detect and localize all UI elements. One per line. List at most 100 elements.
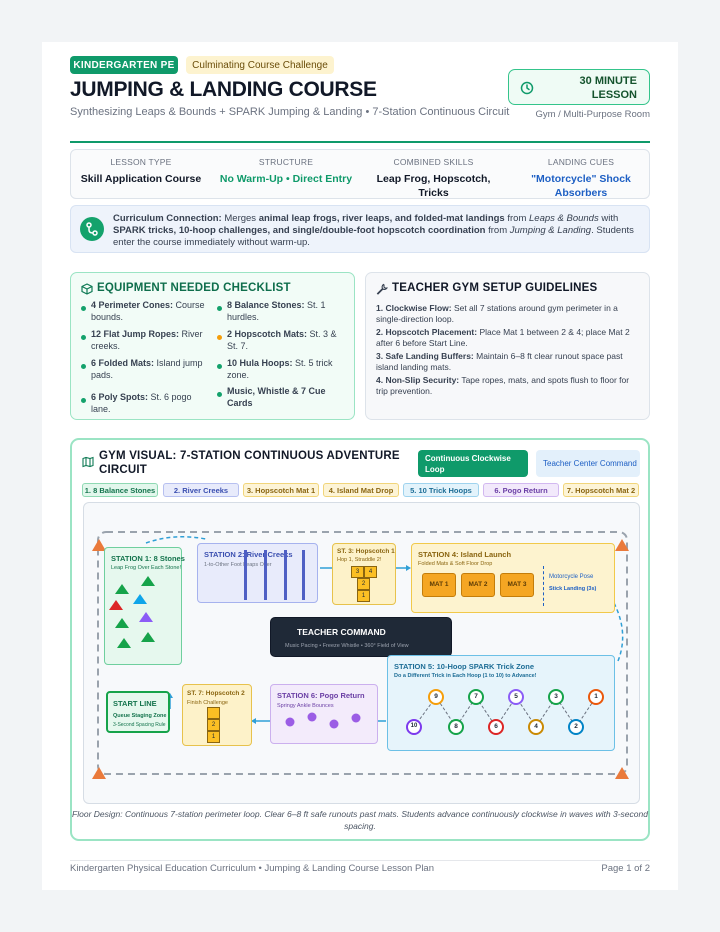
meta-value: No Warm-Up • Direct Entry	[219, 173, 353, 185]
hoop-1: 1	[588, 689, 604, 705]
hopscotch-cell: 2	[357, 578, 370, 590]
hoop-5: 5	[508, 689, 524, 705]
hopscotch-cell: 1	[207, 731, 220, 743]
hoop-10: 10	[406, 719, 422, 735]
meta-label: STRUCTURE	[258, 157, 314, 167]
meta-label: COMBINED SKILLS	[393, 157, 474, 167]
landing-pose: Motorcycle Pose	[549, 574, 594, 580]
hoop-3: 3	[548, 689, 564, 705]
source-title: Leaps & Bounds	[529, 213, 599, 224]
hoop-path	[413, 696, 597, 728]
hopscotch-cell: 1	[357, 590, 370, 602]
folded-mat: MAT 1	[422, 573, 456, 597]
legend-station-5: 5. 10 Trick Hoops	[403, 483, 479, 497]
legend-station-2: 2. River Creeks	[163, 483, 239, 497]
hopscotch-cell	[207, 707, 220, 719]
hoop-8: 8	[448, 719, 464, 735]
text-span: from	[485, 225, 510, 236]
folded-mat: MAT 3	[500, 573, 534, 597]
meta-value: "Motorcycle" Shock Absorbers	[531, 173, 631, 199]
map-icon	[82, 456, 94, 468]
text-span: SPARK tricks, 10-hoop challenges, and si…	[113, 225, 486, 236]
station-title: STATION 4: Island Launch	[418, 550, 512, 559]
station-4: STATION 4: Island Launch Folded Mats & S…	[411, 543, 615, 613]
equipment-item: 10 Hula Hoops: St. 5 trick zone.	[217, 357, 345, 381]
station-title: ST. 7: Hopscotch 2	[187, 690, 245, 697]
source-title: Jumping & Landing	[509, 225, 592, 236]
floor-design-note: Floor Design: Continuous 7-station perim…	[72, 809, 648, 831]
meta-label: LANDING CUES	[547, 157, 615, 167]
setup-guidelines: TEACHER GYM SETUP GUIDELINES 1. Clockwis…	[365, 272, 650, 420]
meta-lesson-type: LESSON TYPE Skill Application Course	[71, 150, 211, 200]
setup-title: TEACHER GYM SETUP GUIDELINES	[392, 282, 598, 294]
station-5: STATION 5: 10-Hoop SPARK Trick Zone Do a…	[387, 655, 615, 751]
start-line-subtitle: Queue Staging Zone	[113, 713, 167, 719]
page-subtitle: Synthesizing Leaps & Bounds + SPARK Jump…	[70, 106, 510, 118]
teacher-command: TEACHER COMMAND Music Pacing • Freeze Wh…	[270, 617, 452, 657]
page-title: JUMPING & LANDING COURSE	[70, 78, 377, 101]
start-line-rule: 3-Second Spacing Rule	[113, 722, 166, 728]
equipment-title: EQUIPMENT NEEDED CHECKLIST	[97, 282, 291, 294]
equipment-item: 4 Perimeter Cones: Course bounds.	[81, 299, 209, 323]
station-subtitle: Folded Mats & Soft Floor Drop	[418, 561, 493, 567]
text-span: from	[504, 213, 529, 224]
setup-item: 1. Clockwise Flow: Set all 7 stations ar…	[376, 303, 618, 324]
station-2: STATION 2: River Creeks 1-to-Other Foot …	[197, 543, 318, 603]
header-divider	[70, 141, 650, 143]
station-subtitle: Leap Frog Over Each Stone!	[111, 565, 182, 571]
hopscotch-cell: 4	[364, 566, 377, 578]
station-7: ST. 7: Hopscotch 2 Finish Challenge 2 1	[182, 684, 252, 746]
gym-floor-plan: STATION 1: 8 Stones Leap Frog Over Each …	[83, 502, 640, 804]
legend-station-6: 6. Pogo Return	[483, 483, 559, 497]
folded-mat: MAT 2	[461, 573, 495, 597]
station-6: STATION 6: Pogo Return Springy Ankle Bou…	[270, 684, 378, 744]
text-span: Merges	[221, 213, 259, 224]
equipment-item: 6 Folded Mats: Island jump pads.	[81, 357, 209, 381]
station-title: STATION 2: River Creeks	[204, 550, 293, 559]
equipment-item: 8 Balance Stones: St. 1 hurdles.	[217, 299, 345, 323]
page-number: Page 1 of 2	[601, 863, 650, 874]
balance-stones-icon	[109, 576, 155, 648]
hopscotch-cell: 3	[351, 566, 364, 578]
clock-icon	[520, 81, 534, 95]
room-label: Gym / Multi-Purpose Room	[535, 109, 650, 120]
text-span: with	[598, 213, 619, 224]
duration-badge: 30 MINUTE LESSON	[508, 69, 650, 105]
hoop-6: 6	[488, 719, 504, 735]
wrench-icon	[376, 283, 388, 295]
meta-combined-skills: COMBINED SKILLS Leap Frog, Hopscotch, Tr…	[361, 150, 506, 200]
teacher-tag: Teacher Center Command	[536, 450, 640, 477]
lesson-page: KINDERGARTEN PE Culminating Course Chall…	[42, 42, 678, 890]
meta-landing-cues: LANDING CUES "Motorcycle" Shock Absorber…	[511, 150, 651, 200]
legend-station-4: 4. Island Mat Drop	[323, 483, 399, 497]
branch-icon	[80, 217, 104, 241]
poly-spots-icon	[285, 712, 361, 729]
meta-value: Leap Frog, Hopscotch, Tricks	[376, 173, 491, 199]
gym-title: GYM VISUAL: 7-STATION CONTINUOUS ADVENTU…	[99, 450, 400, 476]
text-span: . Students enter the course immediately …	[113, 225, 634, 248]
station-1: STATION 1: 8 Stones Leap Frog Over Each …	[104, 547, 185, 665]
jump-ropes-icon	[244, 550, 305, 600]
equipment-checklist: EQUIPMENT NEEDED CHECKLIST 4 Perimeter C…	[70, 272, 355, 420]
setup-item: 3. Safe Landing Buffers: Maintain 6–8 ft…	[376, 351, 623, 372]
station-3: ST. 3: Hopscotch 1 Hop 1, Straddle 2! 3 …	[332, 543, 396, 605]
station-subtitle: Do a Different Trick in Each Hoop (1 to …	[394, 673, 537, 679]
grade-badge: KINDERGARTEN PE	[70, 56, 178, 74]
curriculum-text: Curriculum Connection: Merges animal lea…	[113, 213, 638, 249]
setup-list: 1. Clockwise Flow: Set all 7 stations ar…	[376, 303, 641, 399]
equipment-item: 12 Flat Jump Ropes: River creeks.	[81, 328, 209, 352]
station-title: STATION 6: Pogo Return	[277, 691, 365, 700]
legend-station-7: 7. Hopscotch Mat 2	[563, 483, 639, 497]
hoop-4: 4	[528, 719, 544, 735]
station-title: STATION 1: 8 Stones	[111, 554, 185, 563]
station-subtitle: Hop 1, Straddle 2!	[337, 557, 382, 563]
box-icon	[81, 283, 93, 295]
equipment-item: 2 Hopscotch Mats: St. 3 & St. 7.	[217, 328, 345, 352]
meta-value: Skill Application Course	[80, 173, 202, 185]
duration-text: 30 MINUTE LESSON	[579, 75, 637, 101]
legend-station-3: 3. Hopscotch Mat 1	[243, 483, 319, 497]
station-subtitle: 1-to-Other Foot Leaps Over	[204, 562, 272, 568]
start-line-title: START LINE	[113, 699, 157, 708]
curriculum-connection: Curriculum Connection: Merges animal lea…	[70, 205, 650, 253]
station-subtitle: Springy Ankle Bounces	[277, 703, 334, 709]
